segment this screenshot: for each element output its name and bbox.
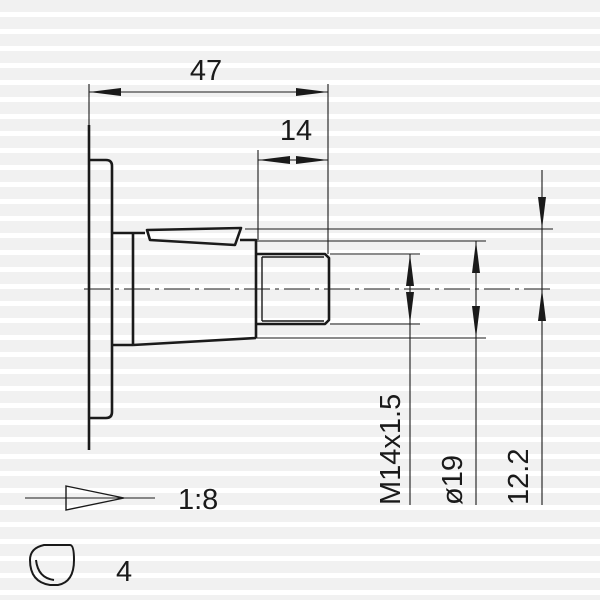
dimension-arrows <box>472 241 480 338</box>
dimension-arrows <box>406 254 414 324</box>
key <box>145 226 243 247</box>
thread-label: M14x1.5 <box>375 394 407 505</box>
taper-ratio-label: 1:8 <box>178 484 218 516</box>
dimension-arrows <box>538 197 546 321</box>
dimension-arrows <box>258 156 328 164</box>
diameter-label: ø19 <box>437 455 469 505</box>
key-size-label: 4 <box>116 556 132 588</box>
taper-section <box>132 238 258 347</box>
dimension-14-label: 14 <box>280 115 312 147</box>
dimension-47-label: 47 <box>190 55 222 87</box>
woodruff-key-icon <box>28 544 76 586</box>
flange <box>89 158 114 420</box>
key-height-label: 12.2 <box>503 449 535 505</box>
taper-symbol-icon <box>65 485 125 511</box>
